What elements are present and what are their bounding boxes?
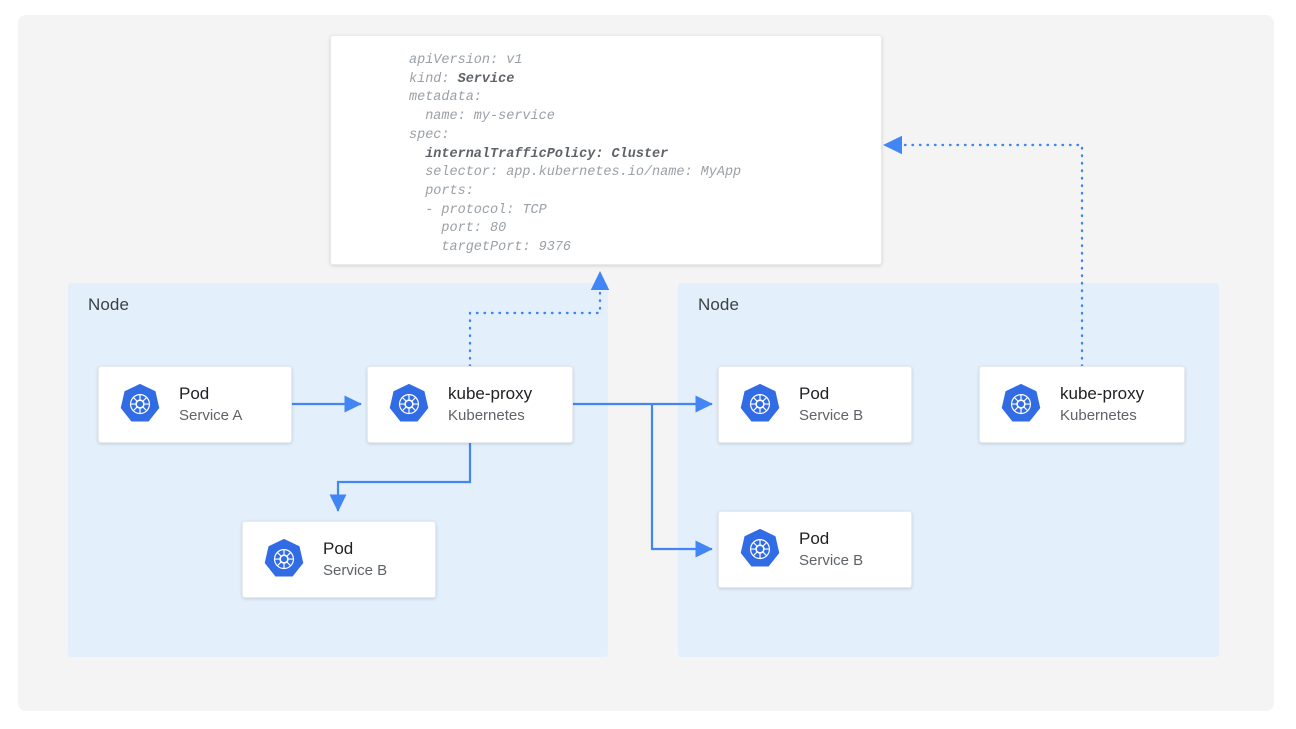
manifest-line: selector: app.kubernetes.io/name: MyApp bbox=[409, 164, 741, 183]
service-manifest-card: apiVersion: v1kind: Servicemetadata: nam… bbox=[330, 35, 882, 265]
node-label-right: Node bbox=[698, 295, 739, 315]
manifest-line: - protocol: TCP bbox=[409, 202, 741, 221]
manifest-line: targetPort: 9376 bbox=[409, 239, 741, 258]
service-manifest-text: apiVersion: v1kind: Servicemetadata: nam… bbox=[409, 52, 741, 258]
card-title: kube-proxy bbox=[1060, 384, 1144, 404]
card-pod-service-b-bottom[interactable]: Pod Service B bbox=[718, 511, 912, 588]
card-pod-service-a[interactable]: Pod Service A bbox=[98, 366, 292, 443]
card-subtitle: Kubernetes bbox=[1060, 407, 1144, 425]
manifest-line-emphasis: Service bbox=[458, 72, 515, 87]
manifest-line: kind: Service bbox=[409, 71, 741, 90]
kubernetes-icon bbox=[117, 382, 163, 428]
manifest-line: name: my-service bbox=[409, 108, 741, 127]
card-subtitle: Service B bbox=[799, 552, 863, 570]
card-text: Pod Service B bbox=[799, 529, 863, 570]
kubernetes-icon bbox=[737, 382, 783, 428]
card-subtitle: Kubernetes bbox=[448, 407, 532, 425]
card-subtitle: Service B bbox=[799, 407, 863, 425]
card-title: kube-proxy bbox=[448, 384, 532, 404]
card-kube-proxy-left[interactable]: kube-proxy Kubernetes bbox=[367, 366, 573, 443]
card-kube-proxy-right[interactable]: kube-proxy Kubernetes bbox=[979, 366, 1185, 443]
manifest-line: metadata: bbox=[409, 89, 741, 108]
card-text: Pod Service A bbox=[179, 384, 242, 425]
kubernetes-icon bbox=[998, 382, 1044, 428]
kubernetes-icon bbox=[737, 527, 783, 573]
card-title: Pod bbox=[323, 539, 387, 559]
card-pod-service-b-left[interactable]: Pod Service B bbox=[242, 521, 436, 598]
card-text: Pod Service B bbox=[799, 384, 863, 425]
card-title: Pod bbox=[799, 384, 863, 404]
card-text: kube-proxy Kubernetes bbox=[1060, 384, 1144, 425]
node-zone-right: Node bbox=[678, 283, 1219, 657]
card-title: Pod bbox=[799, 529, 863, 549]
manifest-line: ports: bbox=[409, 183, 741, 202]
kubernetes-icon bbox=[261, 537, 307, 583]
card-pod-service-b-top[interactable]: Pod Service B bbox=[718, 366, 912, 443]
kubernetes-icon bbox=[386, 382, 432, 428]
card-text: Pod Service B bbox=[323, 539, 387, 580]
node-zone-left: Node bbox=[68, 283, 608, 657]
card-subtitle: Service B bbox=[323, 562, 387, 580]
manifest-line: apiVersion: v1 bbox=[409, 52, 741, 71]
card-text: kube-proxy Kubernetes bbox=[448, 384, 532, 425]
manifest-line: spec: bbox=[409, 127, 741, 146]
node-label-left: Node bbox=[88, 295, 129, 315]
manifest-line: internalTrafficPolicy: Cluster bbox=[409, 146, 741, 165]
card-subtitle: Service A bbox=[179, 407, 242, 425]
manifest-line: port: 80 bbox=[409, 220, 741, 239]
card-title: Pod bbox=[179, 384, 242, 404]
